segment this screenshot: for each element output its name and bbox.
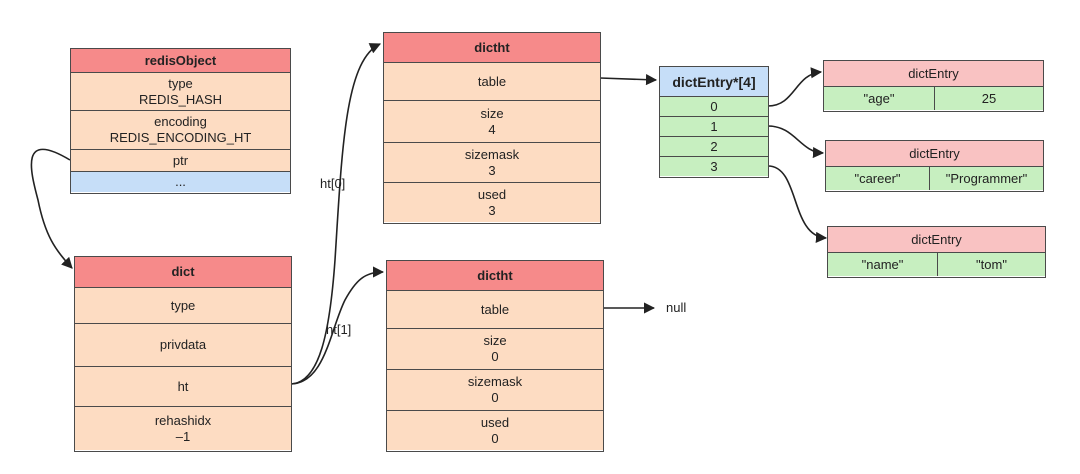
encoding-value: REDIS_ENCODING_HT — [109, 130, 252, 145]
dict-entry-name: dictEntry "name" "tom" — [827, 226, 1046, 278]
entry-key-age: "age" — [863, 90, 895, 106]
dictht0-sizemask-value: 3 — [488, 162, 496, 178]
dict-box: dict type privdata ht rehashidx –1 — [74, 256, 292, 452]
dictht1-table-field: table — [387, 290, 603, 328]
dict-type-label: type — [170, 297, 196, 313]
dict-entry-value: 25 — [935, 87, 1043, 110]
dictht0-table-field: table — [384, 62, 600, 100]
dict-entry-key: "career" — [826, 167, 930, 190]
dict-entry-kv-row: "career" "Programmer" — [826, 166, 1043, 190]
entry-array-box: dictEntry*[4] 0 1 2 3 — [659, 66, 769, 178]
dictht1-used-field: used 0 — [387, 410, 603, 450]
dictht0-title: dictht — [384, 33, 600, 62]
redis-object-encoding-field: encoding REDIS_ENCODING_HT — [71, 110, 290, 149]
dict-entry-title-text: dictEntry — [908, 65, 959, 81]
dictht1-size-label: size — [483, 333, 507, 348]
dictht0-used-field: used 3 — [384, 182, 600, 222]
dictht1-used-value: 0 — [491, 430, 499, 446]
redis-object-box: redisObject type REDIS_HASH encoding RED… — [70, 48, 291, 194]
entry-value-name: "tom" — [976, 256, 1007, 272]
dict-entry-title: dictEntry — [826, 141, 1043, 166]
dict-entry-key: "age" — [824, 87, 935, 110]
entry-array-title: dictEntry*[4] — [660, 67, 768, 96]
dictht0-box: dictht table size 4 sizemask 3 used 3 — [383, 32, 601, 224]
arrow-slot3-to-entry — [767, 165, 828, 244]
entry-array-slot: 1 — [660, 116, 768, 136]
dictht1-title: dictht — [387, 261, 603, 290]
arrow-slot1-to-entry — [767, 125, 825, 159]
dictht0-size-field: size 4 — [384, 100, 600, 142]
type-label: type — [168, 75, 193, 91]
encoding-label: encoding — [154, 114, 207, 129]
dictht0-sizemask-field: sizemask 3 — [384, 142, 600, 182]
dictht1-sizemask-field: sizemask 0 — [387, 369, 603, 410]
dict-entry-kv-row: "name" "tom" — [828, 252, 1045, 276]
dict-privdata-label: privdata — [159, 337, 207, 352]
dictht0-table-label: table — [477, 73, 507, 89]
dict-entry-title: dictEntry — [824, 61, 1043, 86]
dict-entry-title: dictEntry — [828, 227, 1045, 252]
dict-ht-field: ht — [75, 366, 291, 406]
redis-object-ptr-field: ptr — [71, 149, 290, 171]
dict-entry-title-text: dictEntry — [911, 231, 962, 247]
redis-object-title: redisObject — [71, 49, 290, 72]
arrow-slot0-to-entry — [767, 67, 823, 107]
redis-object-type-field: type REDIS_HASH — [71, 72, 290, 110]
redis-object-more-field: ... — [71, 171, 290, 192]
dictht1-size-field: size 0 — [387, 328, 603, 369]
dictht1-sizemask-label: sizemask — [467, 374, 523, 389]
more-label: ... — [175, 174, 186, 189]
dictht1-sizemask-value: 0 — [491, 390, 499, 405]
entry-array-title-text: dictEntry*[4] — [672, 73, 756, 90]
slot-index-2: 2 — [710, 138, 718, 154]
dictht0-title-text: dictht — [474, 39, 510, 55]
dict-title-text: dict — [171, 264, 195, 279]
rehashidx-label: rehashidx — [154, 412, 212, 428]
entry-key-career: "career" — [854, 170, 901, 186]
arrow-table-to-entry-array — [599, 74, 658, 86]
entry-array-slot: 2 — [660, 136, 768, 156]
dictht1-size-value: 0 — [491, 349, 499, 364]
dict-entry-title-text: dictEntry — [909, 145, 960, 161]
dict-type-field: type — [75, 287, 291, 323]
dictht0-used-value: 3 — [488, 202, 496, 218]
dictht0-size-label: size — [480, 105, 504, 121]
entry-value-age: 25 — [981, 90, 997, 106]
entry-array-slot: 3 — [660, 156, 768, 176]
ht0-label: ht[0] — [320, 176, 346, 191]
entry-array-slot: 0 — [660, 96, 768, 116]
dictht0-size-value: 4 — [488, 121, 496, 137]
dictht1-title-text: dictht — [477, 267, 513, 283]
dict-entry-value: "tom" — [938, 253, 1045, 276]
redis-object-title-text: redisObject — [144, 52, 217, 68]
dict-rehashidx-field: rehashidx –1 — [75, 406, 291, 450]
entry-key-name: "name" — [861, 256, 904, 272]
dictht0-used-label: used — [477, 186, 507, 202]
dict-entry-career: dictEntry "career" "Programmer" — [825, 140, 1044, 192]
dict-ht-label: ht — [177, 378, 189, 394]
dictht1-used-label: used — [480, 414, 510, 430]
dict-entry-kv-row: "age" 25 — [824, 86, 1043, 110]
dict-privdata-field: privdata — [75, 323, 291, 366]
dict-title: dict — [75, 257, 291, 287]
dict-entry-age: dictEntry "age" 25 — [823, 60, 1044, 112]
rehashidx-value: –1 — [175, 428, 191, 444]
type-value: REDIS_HASH — [138, 91, 223, 107]
slot-index-1: 1 — [710, 118, 718, 134]
dictht1-table-label: table — [480, 301, 510, 317]
dictht1-box: dictht table size 0 sizemask 0 used 0 — [386, 260, 604, 452]
dict-entry-value: "Programmer" — [930, 167, 1043, 190]
ht1-label: ht[1] — [326, 322, 352, 337]
null-label: null — [666, 300, 687, 315]
slot-index-3: 3 — [710, 158, 718, 174]
dictht0-sizemask-label: sizemask — [464, 146, 520, 162]
dict-entry-key: "name" — [828, 253, 938, 276]
entry-value-career: "Programmer" — [945, 170, 1028, 186]
ptr-label: ptr — [172, 152, 189, 168]
slot-index-0: 0 — [710, 98, 718, 114]
arrow-ptr-to-dict — [30, 148, 73, 269]
